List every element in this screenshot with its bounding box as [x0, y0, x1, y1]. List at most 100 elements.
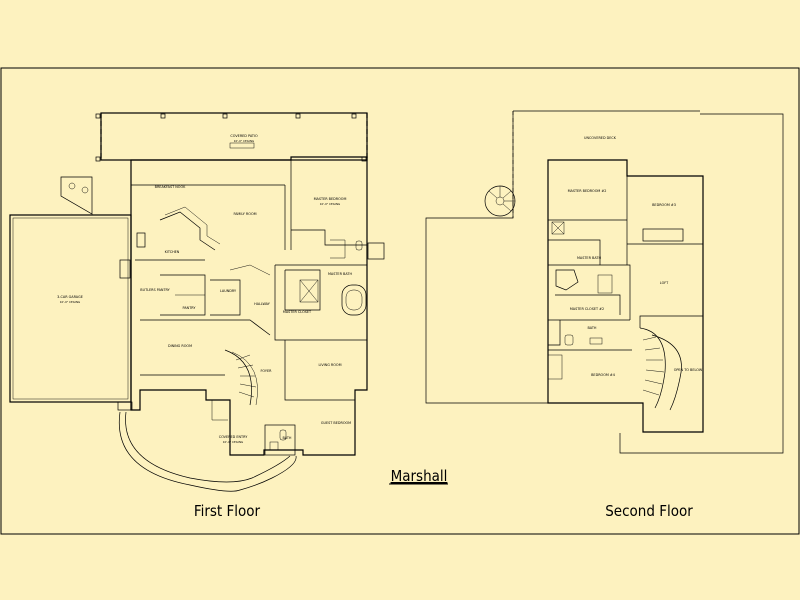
- curved-stair-inner: [231, 351, 258, 406]
- label-garage-ceiling: 10'-0" CEILING: [60, 300, 80, 304]
- label-covered-patio-ceiling: 10'-0" CEILING: [234, 139, 254, 143]
- label-uncovered-deck: UNCOVERED DECK: [584, 136, 617, 140]
- second-floor-caption: Second Floor: [605, 502, 693, 520]
- patio-door-box: [367, 242, 385, 260]
- label-covered-entry-ceiling: 10'-0" CEILING: [223, 440, 243, 444]
- opening: [229, 264, 271, 276]
- label-master-bath-2: MASTER BATH: [577, 256, 601, 260]
- roof-outline-right: [619, 113, 784, 454]
- closet: [547, 354, 563, 380]
- spiral-stair-treads: [488, 186, 515, 212]
- shower: [551, 221, 565, 235]
- front-walkway-edge: [118, 411, 297, 492]
- wall: [548, 239, 601, 265]
- railing: [639, 315, 703, 328]
- front-walkway-edge-inner: [125, 411, 291, 483]
- second-floor-plan: UNCOVERED DECK MASTER BEDROOM #2 BEDROOM…: [425, 110, 784, 454]
- label-breakfast-nook: BREAKFAST NOOK: [155, 185, 186, 189]
- column: [222, 113, 228, 119]
- label-hallway: HALLWAY: [254, 302, 271, 306]
- stair-treads: [235, 354, 257, 398]
- label-laundry: LAUNDRY: [220, 289, 237, 293]
- first-floor-outline: [130, 156, 368, 456]
- hot-tub-deck: [60, 176, 93, 215]
- label-master-closet-2: MASTER CLOSET #2: [570, 307, 604, 311]
- garage-inner-wall: [12, 217, 129, 400]
- wall: [274, 265, 285, 341]
- column: [351, 113, 357, 119]
- label-garage: 3-CAR GARAGE: [57, 295, 83, 299]
- garage: [9, 214, 132, 403]
- label-pantry: PANTRY: [183, 306, 197, 310]
- wall: [555, 294, 621, 315]
- hot-tub-seat: [81, 186, 89, 194]
- label-open-to-below: OPEN TO BELOW: [674, 368, 703, 372]
- column: [160, 113, 166, 119]
- tub-deck: [330, 239, 346, 259]
- tub: [555, 269, 579, 291]
- label-kitchen: KITCHEN: [165, 250, 180, 254]
- entry-column: [211, 400, 228, 421]
- wall: [284, 340, 355, 401]
- column: [95, 113, 101, 119]
- garage-step: [117, 401, 133, 411]
- wall: [548, 320, 561, 346]
- curved-stair: [224, 349, 252, 406]
- label-master-bedroom-ceiling: 10'-0" CEILING: [320, 202, 340, 206]
- bathtub-inner: [345, 289, 363, 311]
- roof-outline-left: [425, 111, 548, 404]
- label-bath: BATH: [282, 436, 291, 440]
- label-foyer: FOYER: [260, 369, 272, 373]
- kitchen-island-edge: [164, 206, 221, 245]
- sink: [269, 441, 279, 451]
- label-master-closet: MASTER CLOSET: [283, 310, 312, 314]
- laundry-walls: [210, 279, 241, 316]
- shower-mark: [551, 221, 565, 235]
- sheet-border: [0, 67, 800, 535]
- wall: [284, 269, 321, 311]
- bathtub: [341, 284, 367, 316]
- curved-stair: [639, 327, 666, 409]
- wall: [140, 319, 271, 336]
- label-bath-2: BATH: [587, 326, 596, 330]
- wall: [291, 229, 367, 246]
- kitchen-island: [159, 211, 216, 251]
- column: [95, 156, 101, 162]
- first-floor-caption: First Floor: [194, 502, 261, 520]
- entry-bath: [264, 424, 296, 456]
- toilet: [355, 240, 363, 251]
- label-master-bedroom: MASTER BEDROOM: [314, 197, 347, 201]
- wall: [548, 264, 631, 320]
- label-bedroom-4: BEDROOM #4: [591, 373, 615, 377]
- label-loft: LOFT: [660, 281, 669, 285]
- curved-stair-outer: [651, 334, 682, 411]
- shower: [299, 279, 319, 303]
- label-family-room: FAMILY ROOM: [233, 212, 256, 216]
- label-covered-patio: COVERED PATIO: [230, 134, 258, 138]
- column: [295, 113, 301, 119]
- grill-counter: [229, 142, 255, 149]
- first-floor-plan: COVERED PATIO 10'-0" CEILING BREAKFAST N…: [9, 112, 385, 492]
- label-master-bedroom-2: MASTER BEDROOM #2: [568, 189, 607, 193]
- vanity: [597, 274, 613, 294]
- toilet: [564, 334, 574, 346]
- second-floor-outline: [547, 159, 704, 433]
- label-living-room: LIVING ROOM: [318, 363, 341, 367]
- toilet: [279, 429, 287, 441]
- label-dining-room: DINING ROOM: [168, 344, 192, 348]
- shower-mark: [299, 279, 319, 303]
- label-bedroom-3: BEDROOM #3: [652, 203, 676, 207]
- label-master-bath: MASTER BATH: [328, 272, 352, 276]
- label-guest-bedroom: GUEST BEDROOM: [321, 421, 351, 425]
- sink: [589, 337, 603, 345]
- range: [136, 232, 146, 248]
- refrigerator: [119, 259, 131, 279]
- label-butlers-pantry: BUTLERS PANTRY: [140, 288, 170, 292]
- spiral-stair-core: [495, 196, 505, 206]
- stair-treads: [642, 336, 665, 396]
- label-covered-entry: COVERED ENTRY: [219, 435, 249, 439]
- plan-title: Marshall: [391, 467, 448, 485]
- built-in-desk: [642, 228, 684, 242]
- hot-tub-seat: [68, 182, 76, 190]
